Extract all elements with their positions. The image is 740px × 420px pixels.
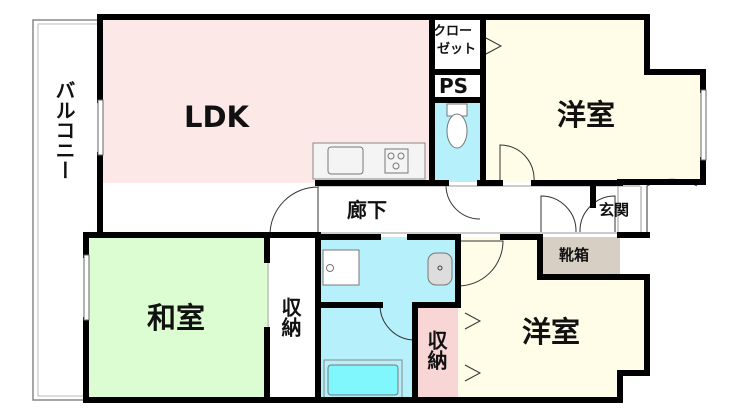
room-label-western-lower: 洋室 xyxy=(522,315,581,349)
japanese-floor xyxy=(86,235,267,400)
room-label-western-upper: 洋室 xyxy=(557,98,616,132)
bathtub xyxy=(327,364,399,396)
western-upper-floor xyxy=(483,17,703,182)
room-label-japanese: 和室 xyxy=(147,301,206,335)
room-label-entrance: 玄関 xyxy=(599,201,630,219)
room-label-hallway: 廊下 xyxy=(347,198,387,222)
walls xyxy=(83,14,706,403)
sink-icon xyxy=(327,146,364,175)
room-label-closet-line2: ゼット xyxy=(437,42,477,57)
washer-icon xyxy=(322,249,360,286)
room-label-ps: PS xyxy=(439,74,469,98)
room-label-storage-left: 収納 xyxy=(278,297,302,337)
toilet-icon xyxy=(446,113,468,149)
room-label-balcony: バルコニー xyxy=(52,80,76,180)
basin-icon xyxy=(427,252,453,286)
room-label-shoe-box: 靴箱 xyxy=(559,246,590,264)
room-label-ldk: LDK xyxy=(184,100,250,134)
room-label-storage-right: 収納 xyxy=(424,330,448,370)
storage-pink-floor xyxy=(415,305,458,400)
stove-icon xyxy=(384,148,409,174)
room-label-closet-line1: クロー xyxy=(433,24,473,39)
shoe-box-floor xyxy=(540,237,620,275)
balcony-outline xyxy=(32,19,100,401)
